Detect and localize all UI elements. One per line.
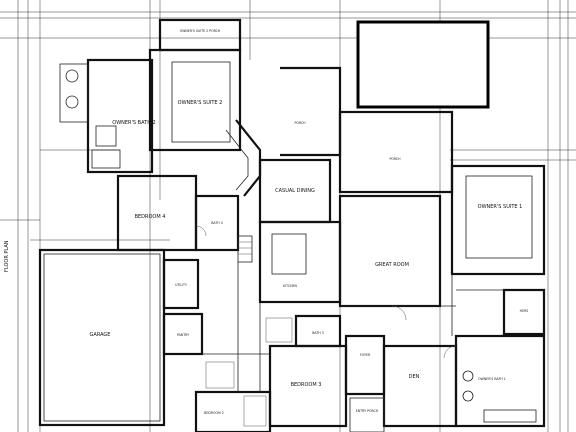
entry-porch-room: ENTRY PORCH	[349, 397, 385, 432]
owners-suite-1-room: OWNER'S SUITE 1	[450, 164, 546, 276]
bedroom-3-room: BEDROOM 3	[268, 344, 348, 428]
stair-strip	[237, 235, 253, 263]
utility-label: UTILITY	[175, 283, 187, 287]
kitchen-room: KITCHEN	[258, 220, 342, 304]
hers-room: HERS	[502, 288, 546, 336]
casual-dining-room: CASUAL DINING	[258, 158, 332, 224]
casual-dining-label: CASUAL DINING	[275, 188, 315, 194]
hers-label: HERS	[520, 309, 529, 313]
angled-hall-walls	[235, 119, 262, 197]
owners-suite-2-label: OWNER'S SUITE 2	[178, 100, 223, 106]
pantry-room: PANTRY	[162, 312, 204, 356]
angled-hall-inner	[225, 129, 249, 191]
kitchen-label: KITCHEN	[283, 284, 297, 288]
bedroom-2-room: BEDROOM 2	[194, 390, 272, 432]
utility-room: UTILITY	[162, 258, 200, 310]
bath-3-room: BATH 3	[294, 314, 342, 348]
owners-bath-1-room: OWNER'S BATH 1	[454, 334, 546, 428]
interior-partitions	[195, 225, 504, 427]
garage-label: GARAGE	[90, 332, 111, 338]
floor-plan-title: FLOOR PLAN	[4, 240, 10, 272]
den-label: DEN	[409, 374, 420, 380]
porch-mid-label: PORCH	[389, 157, 401, 161]
bath-4-label: BATH 4	[211, 221, 223, 225]
pantry-label: PANTRY	[177, 333, 189, 337]
bedroom-4-room: BEDROOM 4	[116, 174, 198, 252]
bath-3-label: BATH 3	[312, 331, 324, 335]
porch-upper-room: PORCH	[280, 66, 342, 157]
porch-upper-label: PORCH	[294, 121, 306, 125]
entry-porch-label: ENTRY PORCH	[356, 409, 379, 413]
owners-suite-1-label: OWNER'S SUITE 1	[478, 204, 523, 210]
pool-outline	[356, 20, 490, 109]
great-room-room: GREAT ROOM	[338, 194, 442, 308]
bedroom-4-label: BEDROOM 4	[135, 214, 166, 220]
owners-suite-2-room: OWNER'S SUITE 2	[148, 48, 242, 152]
garage-room: GARAGE	[38, 248, 166, 427]
owners-bath-2-room: OWNER'S BATH 2	[59, 58, 156, 174]
owners-suite-2-porch-room: OWNER'S SUITE 2 PORCH	[158, 18, 242, 52]
bedroom-3-label: BEDROOM 3	[291, 382, 322, 388]
bath-4-room: BATH 4	[194, 194, 240, 252]
foyer-room: FOYER	[344, 334, 386, 396]
owners-suite-2-porch-label: OWNER'S SUITE 2 PORCH	[180, 29, 221, 33]
den-room: DEN	[382, 344, 458, 428]
porch-mid-room: PORCH	[338, 110, 454, 194]
bedroom-2-label: BEDROOM 2	[204, 411, 224, 415]
great-room-label: GREAT ROOM	[375, 262, 409, 268]
foyer-label: FOYER	[360, 353, 371, 357]
owners-bath-2-label: OWNER'S BATH 2	[112, 120, 155, 126]
owners-bath-1-label: OWNER'S BATH 1	[478, 377, 506, 381]
